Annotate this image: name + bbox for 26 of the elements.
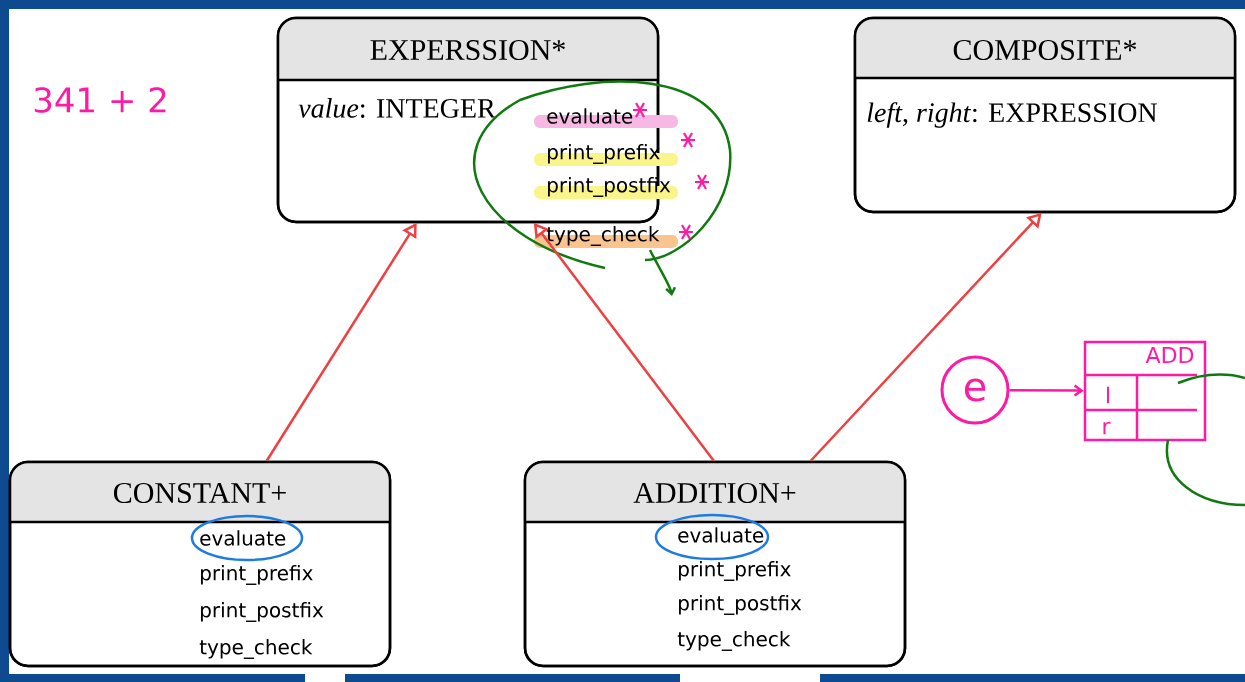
class-box <box>276 16 678 248</box>
feature-name: type_check <box>546 226 660 246</box>
class-box <box>523 460 907 668</box>
arrow <box>1009 384 1084 397</box>
class-name: ADDITION+ <box>633 482 796 504</box>
feature-name: print_postfix <box>679 595 802 615</box>
feature-name: print_prefix <box>679 561 791 581</box>
class-box <box>853 16 1237 214</box>
class-name: CONSTANT+ <box>113 482 286 504</box>
circled-letter: e <box>940 355 1010 425</box>
feature-name: evaluate <box>200 530 286 546</box>
feature-name: type_check <box>199 639 313 659</box>
class-name: EXPERSSION* <box>370 39 565 61</box>
feature-name: type_check <box>677 631 791 651</box>
feature-name: print_prefix <box>201 565 313 585</box>
attribute-text: left, right: EXPRESSION <box>867 102 1157 128</box>
feature-name: print_postfix <box>201 602 324 622</box>
feature-name: evaluate <box>678 527 764 543</box>
feature-name: evaluate <box>547 108 633 124</box>
handwritten-note: 341 + 2 <box>34 87 166 113</box>
class-name: COMPOSITE* <box>953 39 1137 61</box>
feature-name: print_prefix <box>548 144 660 164</box>
class-box <box>8 460 392 668</box>
hand-drawn-table: ADD l r <box>1083 340 1207 442</box>
feature-name: print_postfix <box>548 177 671 197</box>
attribute-text: value: INTEGER <box>298 98 496 118</box>
